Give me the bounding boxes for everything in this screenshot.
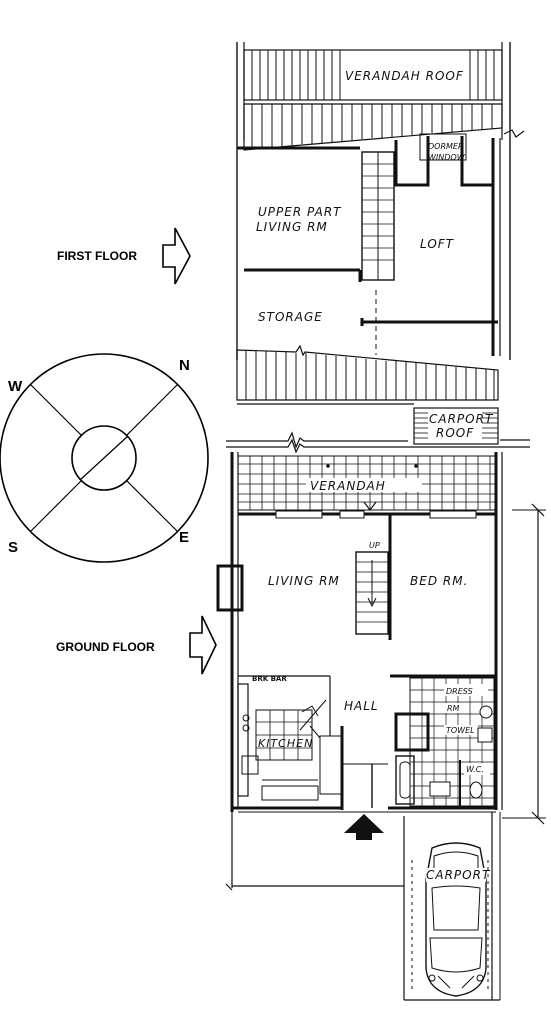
- compass-north: N: [179, 357, 190, 374]
- storage-label: STORAGE: [258, 310, 323, 324]
- stair-ground-floor: [355, 551, 389, 635]
- rm-label: RM: [447, 704, 460, 713]
- carport: [225, 812, 501, 1001]
- ground-floor-label: GROUND FLOOR: [56, 640, 155, 654]
- bed-rm-label: BED RM.: [410, 574, 468, 588]
- verandah-tiles: [237, 455, 497, 511]
- carport-roof-label-2: ROOF: [436, 426, 474, 440]
- dormer-label: DORMER: [428, 142, 464, 151]
- compass-west: W: [8, 378, 23, 395]
- upper-part-label: UPPER PART: [258, 205, 342, 219]
- verandah-roof-label: VERANDAH ROOF: [345, 69, 464, 83]
- roof-strip-upper: [243, 103, 525, 151]
- carport-roof-label-1: CARPORT: [429, 412, 494, 426]
- compass-east: E: [179, 529, 189, 546]
- hall-label: HALL: [344, 699, 379, 713]
- towel-label: TOWEL: [446, 726, 475, 735]
- roof-strip-lower: [236, 344, 499, 401]
- verandah-roof: [243, 49, 503, 101]
- first-floor-label: FIRST FLOOR: [57, 249, 137, 263]
- ground-floor-arrow: [189, 615, 217, 675]
- wc-label: W.C.: [466, 765, 484, 774]
- ground-floor-plan: VERANDAH UP LIVING RM BED RM.: [216, 452, 546, 1001]
- brk-bar-label: BRK BAR: [252, 675, 287, 683]
- verandah-label: VERANDAH: [310, 479, 386, 493]
- living-rm-upper-label: LIVING RM: [256, 220, 328, 234]
- entry-arrow[interactable]: [344, 814, 384, 840]
- kitchen-area: [237, 676, 344, 810]
- stair-first-floor: [361, 151, 395, 281]
- window-label: WINDOW: [428, 153, 466, 162]
- living-rm-label: LIVING RM: [268, 574, 340, 588]
- up-label: UP: [369, 541, 380, 550]
- loft-label: LOFT: [420, 237, 455, 251]
- dress-label: DRESS: [446, 687, 473, 696]
- carport-label: CARPORT: [426, 868, 491, 882]
- car-icon: [425, 842, 487, 997]
- dress-room-tiles: [409, 677, 495, 807]
- kitchen-label: KITCHEN: [258, 737, 313, 750]
- compass-rose: [0, 353, 209, 563]
- first-floor-plan: VERANDAH ROOF: [226, 42, 530, 454]
- compass-south: S: [8, 539, 18, 556]
- first-floor-arrow: [162, 227, 191, 285]
- fireplace: [216, 564, 244, 612]
- carport-roof: [413, 407, 499, 445]
- dormer-window: [394, 133, 493, 187]
